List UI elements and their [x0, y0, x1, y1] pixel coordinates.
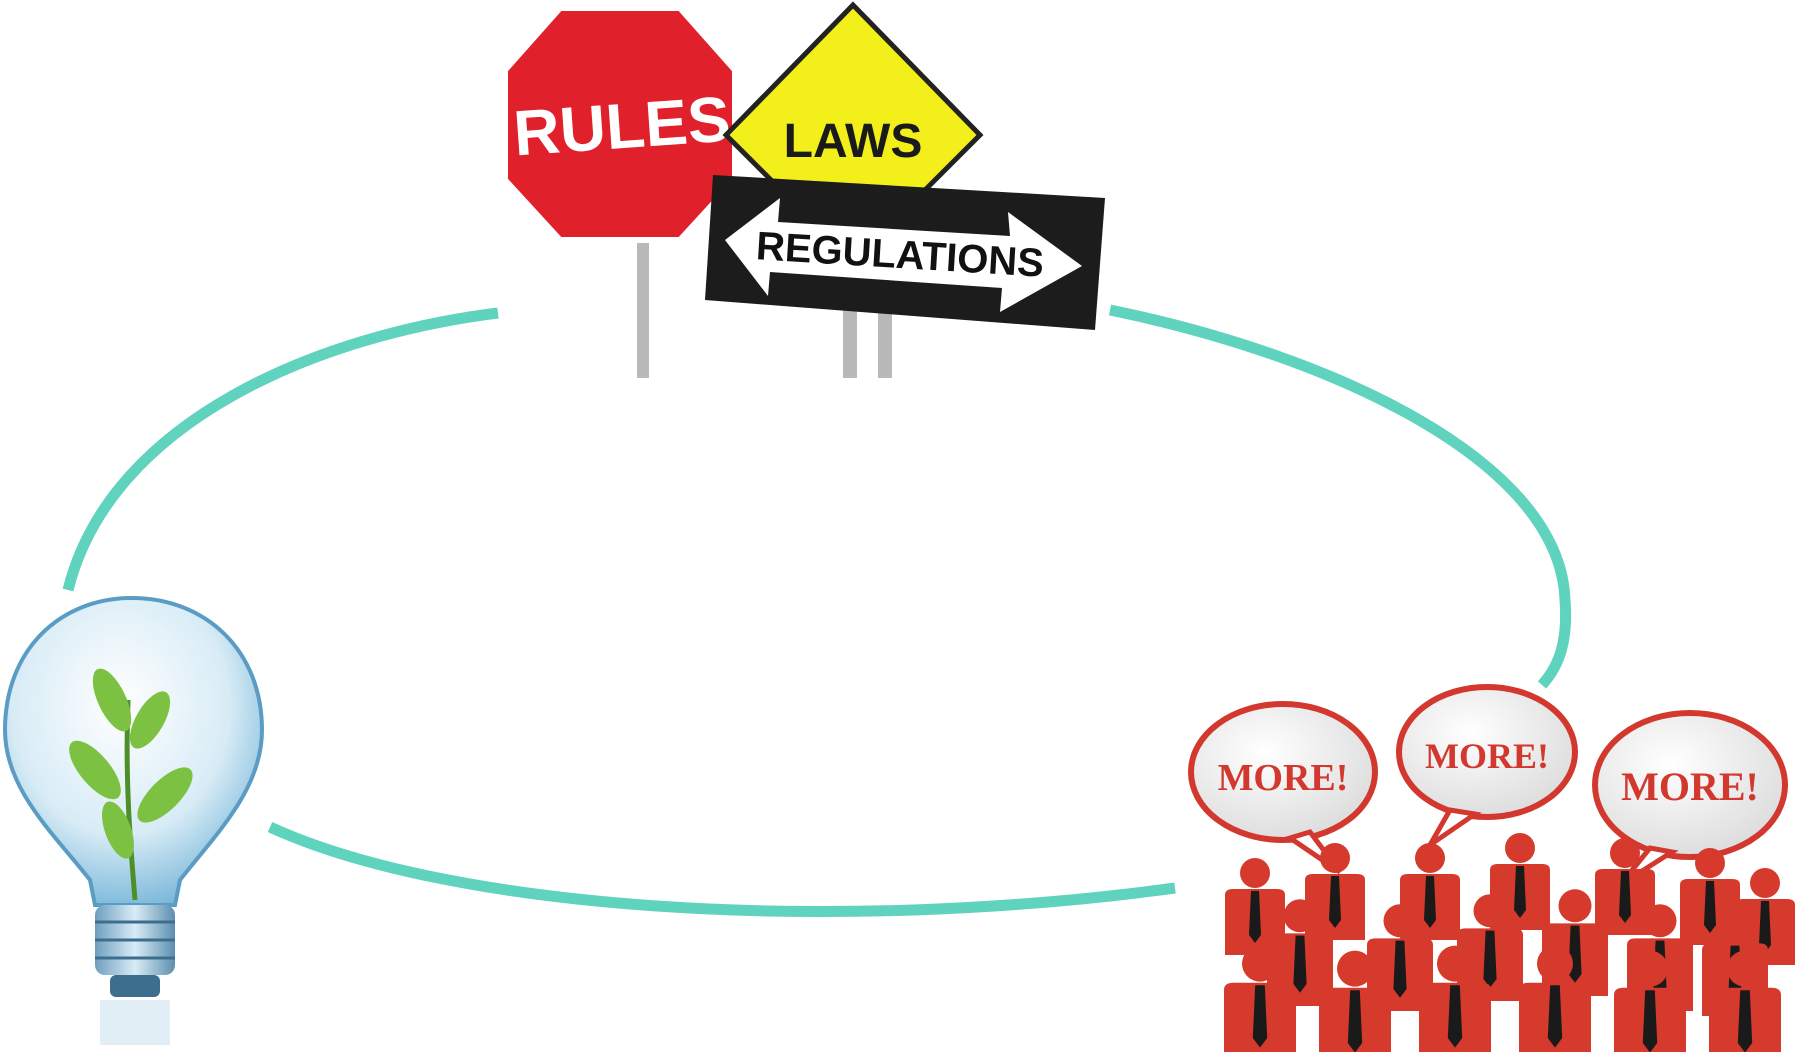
speech-bubble-text: MORE! [1218, 757, 1349, 799]
person-icon [1518, 945, 1592, 1052]
speech-bubble-icon: MORE! [1592, 710, 1788, 888]
sign-pole [878, 300, 892, 378]
crowd-people [1223, 833, 1795, 1052]
cycle-arrows [62, 304, 1572, 917]
person-icon [1223, 945, 1297, 1052]
person-icon [1225, 858, 1285, 955]
leaf [69, 740, 121, 800]
arrow-sign-icon: REGULATIONS [705, 175, 1105, 330]
leaf [137, 767, 193, 823]
sign-pole [637, 230, 649, 378]
stop-sign-icon: RULES [502, 5, 738, 243]
leaf [92, 668, 132, 732]
person-icon [1318, 950, 1392, 1052]
crowd-demand-image: MORE! MORE! MORE! [1188, 684, 1795, 1052]
speech-bubble-text: MORE! [1425, 736, 1549, 776]
person-icon [1305, 843, 1365, 940]
stop-sign-label: RULES [511, 83, 732, 170]
sign-pole [843, 300, 857, 378]
speech-bubble-text: MORE! [1621, 764, 1759, 809]
leaf [129, 691, 171, 749]
leaf [102, 801, 134, 859]
person-icon [1595, 838, 1655, 935]
speech-bubble-icon: MORE! [1188, 701, 1378, 875]
person-icon [1418, 945, 1492, 1052]
cycle-arc-left [62, 307, 499, 592]
speech-bubble-icon: MORE! [1396, 684, 1578, 848]
person-icon [1613, 950, 1687, 1052]
warning-sign-label: LAWS [784, 115, 923, 168]
regulation-signs-image: RULES LAWS REGULATIONS [502, 1, 1105, 378]
lightbulb-plant-icon [2, 595, 265, 1045]
cycle-arc-bottom [267, 822, 1176, 917]
person-icon [1708, 950, 1782, 1052]
cycle-arc-right [1108, 304, 1572, 689]
person-icon [1457, 894, 1523, 1001]
